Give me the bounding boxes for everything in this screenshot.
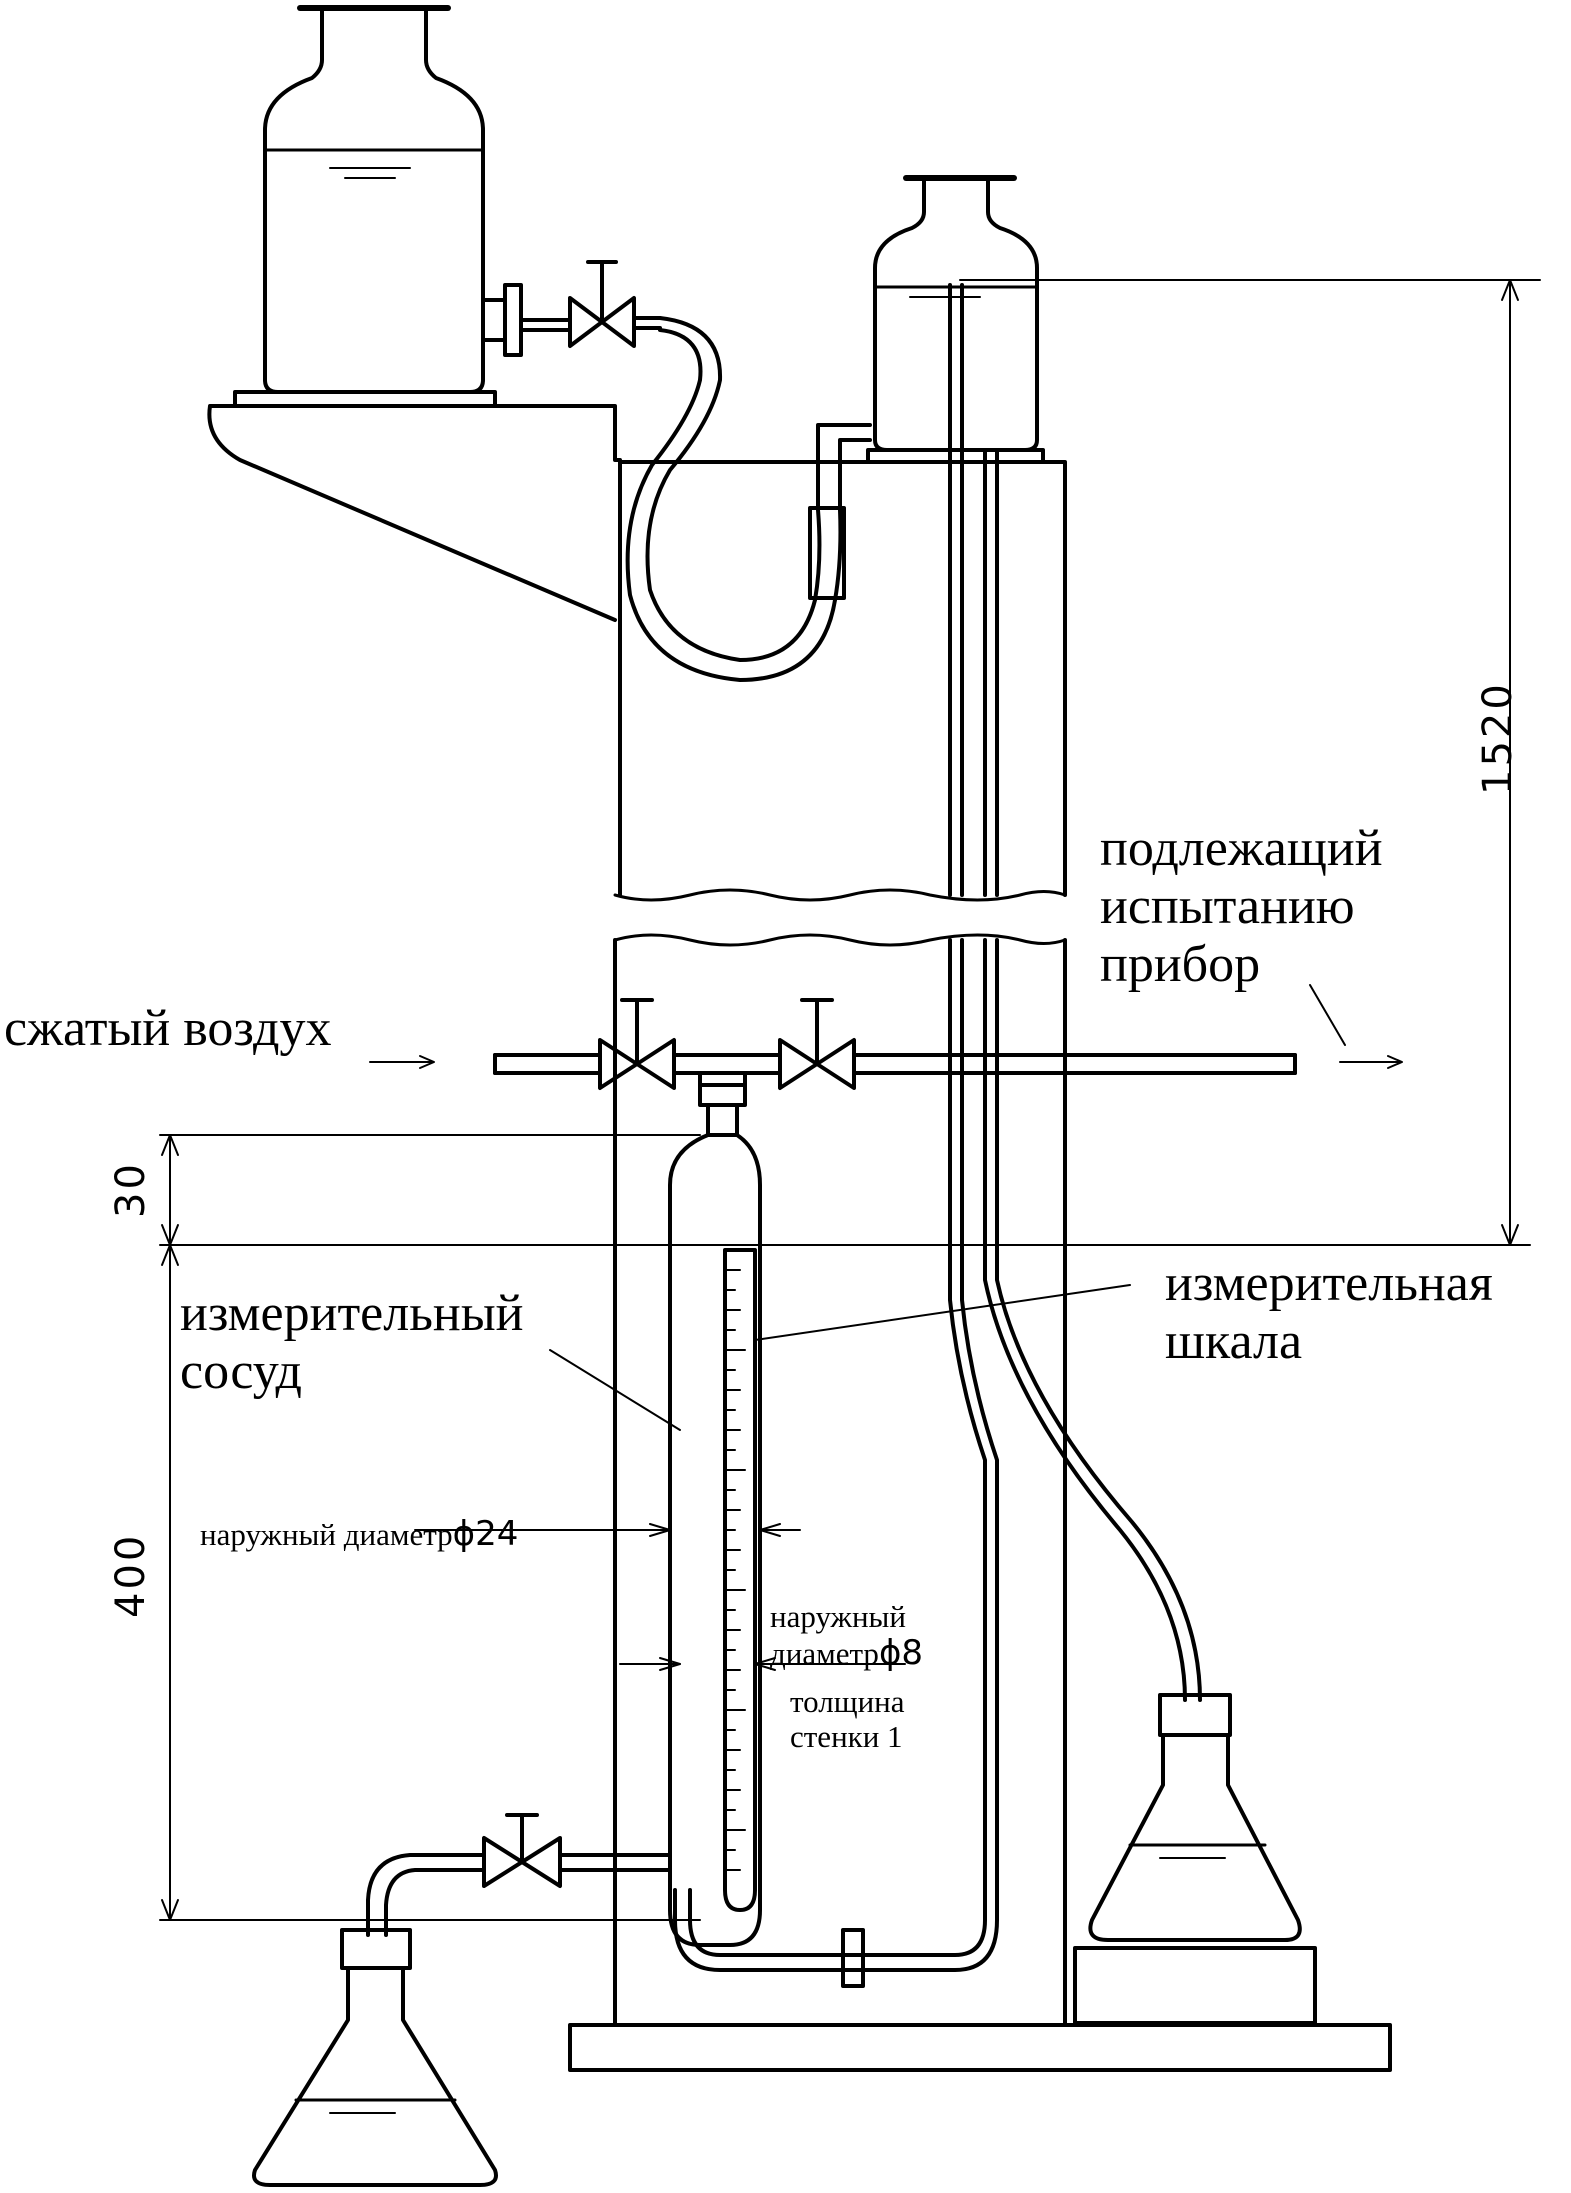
outer-diameter-8-symbol: ϕ8 — [878, 1633, 923, 1674]
left-flask — [252, 1928, 498, 2187]
outer-diameter-24-text: наружный диаметр — [200, 1516, 453, 1552]
dimension-1520: 1520 — [1475, 681, 1521, 795]
label-device-under-test: подлежащий испытанию прибор — [1100, 820, 1383, 994]
base-plate — [568, 2023, 1392, 2072]
label-measuring-scale: измерительная шкала — [1165, 1255, 1493, 1371]
dimension-lines — [159, 279, 1541, 1921]
flexible-hose — [625, 316, 872, 682]
dimension-400: 400 — [108, 1532, 154, 1618]
upper-reservoir — [866, 175, 1045, 464]
reservoir-tubes — [673, 283, 1202, 1988]
measuring-scale-ticks — [724, 1269, 746, 1871]
dimension-30: 30 — [108, 1161, 154, 1218]
outer-diameter-24-symbol: ϕ24 — [452, 1513, 519, 1554]
support-column — [613, 460, 1067, 2027]
air-line — [369, 984, 1403, 1090]
drain-line — [366, 1813, 672, 1937]
label-outer-diameter-8: наружный диаметрϕ8 — [770, 1565, 923, 1673]
label-measuring-vessel: измерительный сосуд — [180, 1285, 524, 1401]
supply-bottle — [263, 5, 523, 394]
label-compressed-air: сжатый воздух — [4, 1000, 332, 1057]
outer-diameter-8-text: наружный диаметр — [770, 1598, 906, 1672]
label-outer-diameter-24: наружный диаметрϕ24 — [200, 1480, 518, 1553]
measuring-vessel — [668, 1083, 762, 1947]
right-flask — [1073, 1693, 1317, 2025]
label-wall-thickness: толщина стенки 1 — [790, 1684, 905, 1754]
shelf-bracket — [207, 390, 622, 897]
top-valve — [519, 260, 662, 348]
